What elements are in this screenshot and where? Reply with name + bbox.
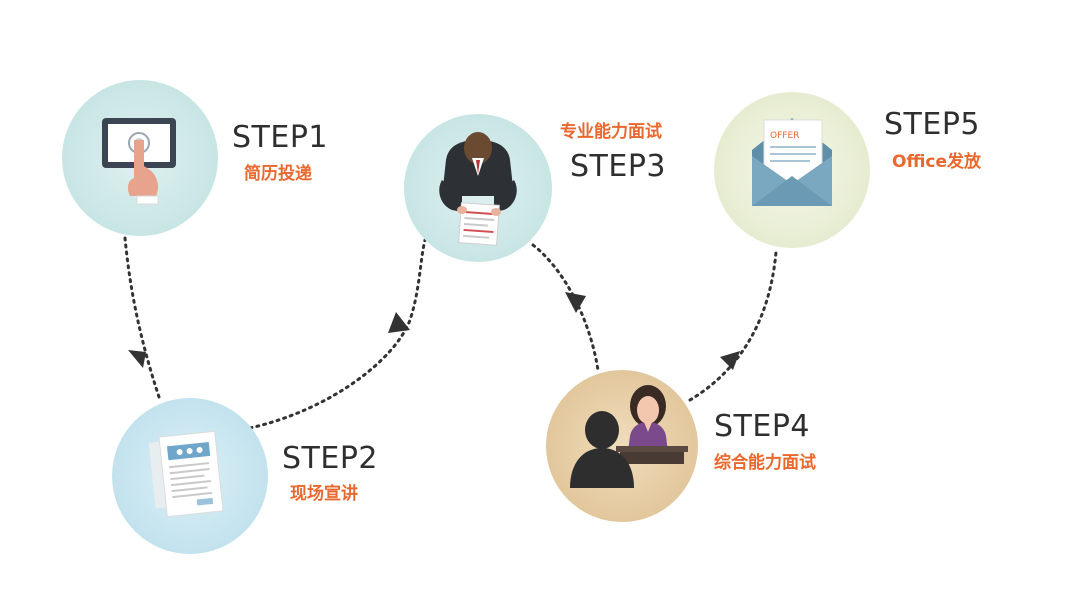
step1-subtitle: 简历投递	[244, 164, 312, 184]
step3-label: STEP3	[570, 149, 667, 184]
step3-circle	[404, 114, 552, 262]
step5-label: STEP5	[884, 107, 981, 142]
arrow-head-icon	[388, 312, 410, 333]
connector-step4-step5	[688, 250, 778, 402]
step1-circle	[62, 80, 218, 236]
step5-subtitle: Office发放	[892, 152, 982, 172]
step4-subtitle: 综合能力面试	[714, 453, 816, 473]
interview-two-people-icon	[570, 385, 688, 488]
step4-label: STEP4	[714, 409, 811, 444]
arrow-head-icon	[720, 351, 740, 370]
step5-circle: OFFER	[714, 92, 870, 248]
step2-circle	[112, 398, 268, 554]
step2-label: STEP2	[282, 441, 379, 476]
offer-text: OFFER	[770, 131, 799, 141]
connector-step3-step4	[531, 243, 600, 372]
brochure-document-icon	[148, 430, 224, 518]
connector-step1-step2	[123, 236, 162, 402]
step4-circle	[546, 370, 698, 522]
step1-label: STEP1	[232, 120, 329, 155]
touchscreen-monitor-icon	[102, 118, 176, 205]
step3-subtitle: 专业能力面试	[560, 122, 662, 142]
person-reading-document-icon	[439, 132, 517, 246]
arrow-head-icon	[565, 292, 586, 313]
arrow-head-icon	[128, 350, 146, 368]
offer-envelope-icon: OFFER	[752, 118, 832, 206]
step2-subtitle: 现场宣讲	[290, 484, 358, 504]
connector-step2-step3	[248, 238, 427, 430]
